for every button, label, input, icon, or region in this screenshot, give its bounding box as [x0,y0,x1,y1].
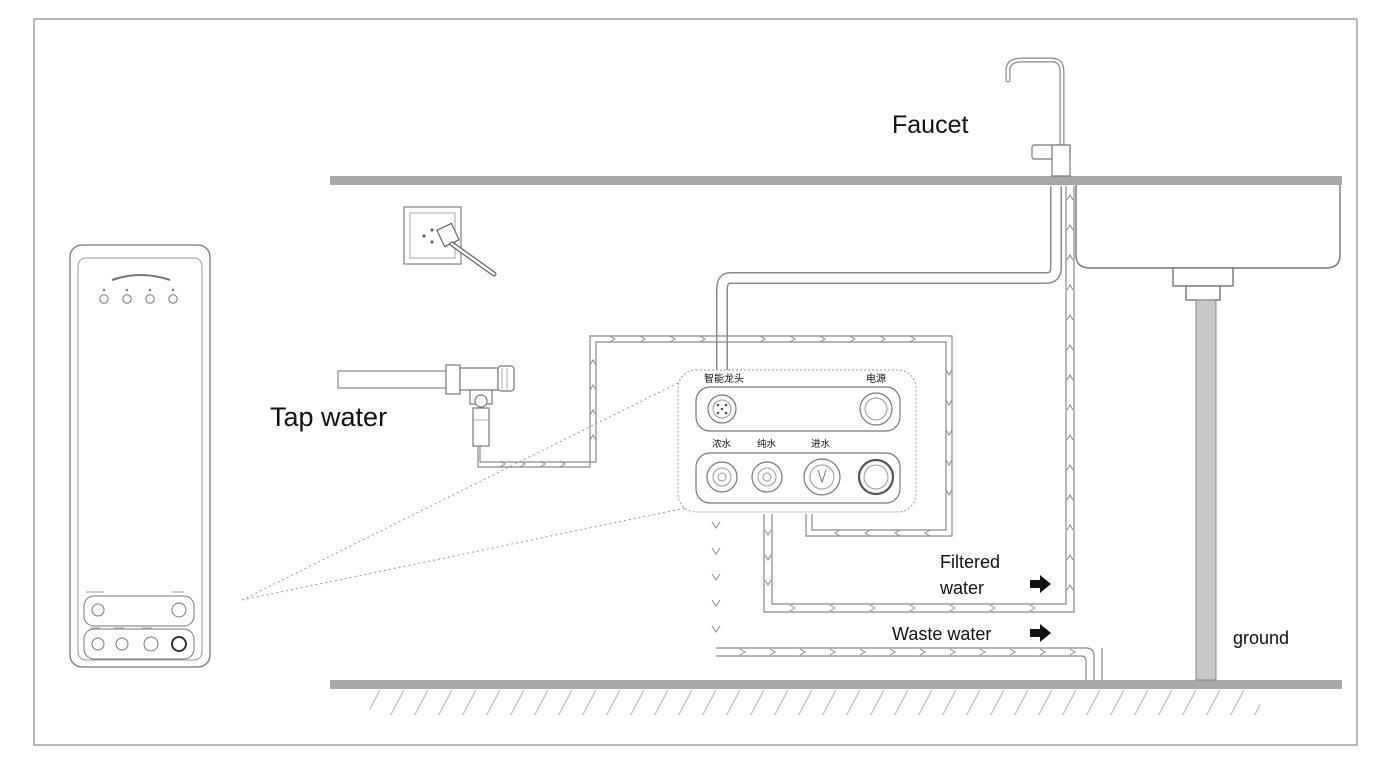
waste-flow-chevrons [711,521,1076,656]
sink-drain-neck [1185,285,1221,301]
waste-water-tube [716,647,1095,680]
concentrate-port-icon [706,461,738,493]
inlet-water-tube-outer [477,335,953,537]
filtered-water-arrow-icon [1030,575,1051,593]
floor-hatch [370,690,1260,715]
faucet-label: Faucet [892,111,968,139]
countertop [330,176,1342,185]
purifier-unit [69,244,211,668]
faucet-spout-inner [1006,58,1064,150]
port-row-bottom [695,452,901,504]
filtered-water-label-line2: water [939,578,984,598]
outer-frame [33,18,1358,746]
wall-socket-icon [403,206,497,277]
ground-label: ground [1233,628,1289,648]
port-row-top [695,386,901,432]
faucet-body [1051,144,1071,177]
panel-label-smart-faucet: 智能龙头 [704,372,744,385]
waste-water-label: Waste water [892,624,991,644]
inlet-water-tube [479,341,947,531]
waste-water-tube-outer [716,655,1087,680]
filtered-flow-chevrons [764,194,1074,612]
filtered-water-label-line1: Filtered [940,552,1000,572]
panel-label-inlet: 进水 [811,438,831,450]
waste-water-arrow-icon [1030,624,1051,642]
pure-water-tube-inner [717,186,1061,372]
smart-faucet-port-icon [707,394,737,424]
tap-water-label: Tap water [270,402,387,432]
zoom-line-bottom [241,504,701,601]
pure-port-icon [751,461,783,493]
panel-label-concentrate: 浓水 [712,438,732,450]
faucet-spout [1005,57,1065,151]
inlet-port-icon [803,458,841,496]
inlet-flow-chevrons [499,335,953,537]
filtered-water-tube [763,186,1075,613]
panel-label-power: 电源 [866,372,886,385]
sink-drain-nut [1172,267,1234,287]
floor [330,680,1342,689]
sink-basin [1075,185,1341,269]
blank-port-icon [857,458,895,496]
power-port-icon [859,392,893,426]
drain-pipe [1195,299,1217,681]
valve-icon [337,364,515,447]
filtered-water-tube-outer [771,186,1067,605]
panel-label-pure: 纯水 [757,438,777,450]
zoom-line-top [241,371,701,601]
